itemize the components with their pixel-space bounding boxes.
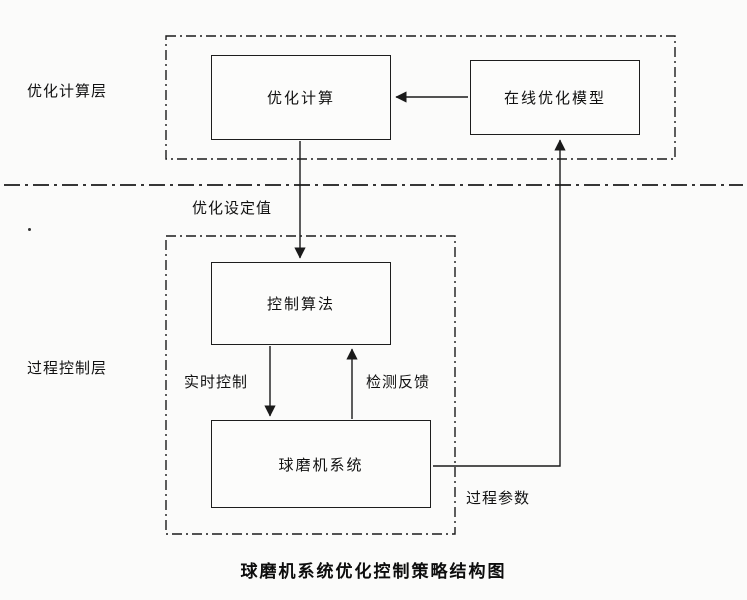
node-optimization-computation: 优化计算 [211,55,391,140]
node-online-optimization-model: 在线优化模型 [470,60,640,135]
edge-label-realtime-control: 实时控制 [184,374,249,391]
node-online-optimization-model-label: 在线优化模型 [503,90,606,107]
edge-process-parameters [433,139,566,467]
node-ball-mill-system-label: 球磨机系统 [278,456,364,474]
process-layer-label: 过程控制层 [27,360,108,377]
node-control-algorithm: 控制算法 [211,262,391,345]
edge-label-process-parameters: 过程参数 [466,490,531,507]
optimization-layer-frame [165,35,676,160]
node-ball-mill-system: 球磨机系统 [211,420,431,508]
diagram-caption: 球磨机系统优化控制策略结构图 [240,562,507,581]
optimization-layer-label: 优化计算层 [27,83,108,100]
edge-label-detection-feedback: 检测反馈 [366,374,431,391]
node-optimization-computation-label: 优化计算 [266,90,335,107]
edge-label-optimized-setpoint: 优化设定值 [192,200,273,217]
node-control-algorithm-label: 控制算法 [266,296,335,313]
stray-dot [28,228,31,231]
process-layer-frame [165,235,456,535]
